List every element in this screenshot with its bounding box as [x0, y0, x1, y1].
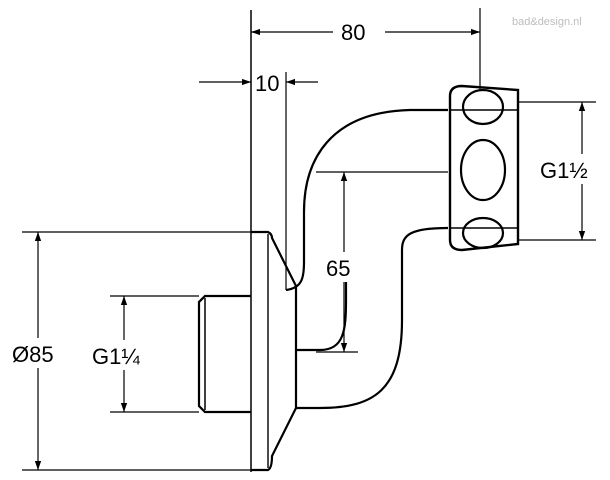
dim-label-g1-1-2: G1½ — [540, 158, 588, 183]
trap-pipe — [285, 108, 449, 410]
dim-label-10: 10 — [255, 71, 279, 96]
inlet-nipple — [197, 294, 251, 414]
watermark: bad&design.nl — [512, 16, 582, 28]
dim-height-offset: 65 — [316, 171, 448, 353]
wall-flange — [251, 230, 298, 472]
dim-flange-diameter: Ø85 — [8, 231, 251, 471]
dim-label-80: 80 — [341, 20, 365, 45]
dim-label-65: 65 — [326, 256, 350, 281]
dim-label-g1-1-4: G1¼ — [92, 344, 140, 369]
dim-width-top: 80 — [251, 8, 481, 90]
dim-offset: 10 — [199, 71, 318, 96]
dim-label-diameter-85: Ø85 — [12, 342, 54, 367]
dim-inlet-thread: G1¼ — [88, 295, 199, 413]
dim-outlet-thread: G1½ — [518, 101, 596, 241]
union-nut — [448, 84, 520, 252]
